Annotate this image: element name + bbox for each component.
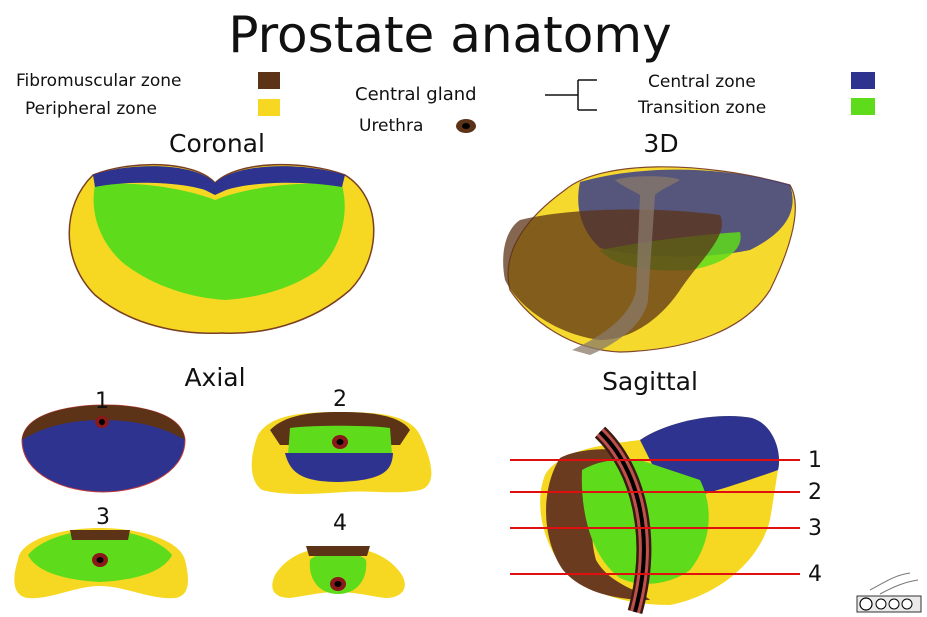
legend-label-peripheral: Peripheral zone [25, 99, 157, 119]
cc-by-sa-badge-icon [857, 573, 921, 612]
bracket-icon [545, 80, 597, 110]
legend-swatch-peripheral [258, 99, 280, 116]
axial-number-3: 3 [96, 505, 110, 530]
legend-swatch-fibromuscular [258, 72, 280, 89]
page-title: Prostate anatomy [228, 6, 671, 64]
axial-slice-3 [14, 528, 188, 598]
legend: Fibromuscular zone Peripheral zone Centr… [16, 71, 875, 136]
axial-slice-4 [272, 546, 405, 598]
axial-slice-2 [252, 412, 432, 494]
legend-swatch-central-zone [851, 72, 875, 89]
label-3d: 3D [643, 129, 678, 158]
legend-swatch-transition-zone [851, 98, 875, 115]
sagittal-number-3: 3 [808, 516, 822, 541]
axial-number-1: 1 [95, 389, 109, 414]
urethra-legend-icon [456, 119, 476, 133]
sagittal-number-2: 2 [808, 480, 822, 505]
legend-label-transition-zone: Transition zone [637, 98, 766, 118]
axial-number-4: 4 [333, 511, 347, 536]
coronal-view [69, 165, 374, 334]
axial-slice-1 [22, 405, 185, 492]
sagittal-number-4: 4 [808, 562, 822, 587]
legend-label-fibromuscular: Fibromuscular zone [16, 71, 181, 91]
sagittal-view [510, 416, 800, 612]
3d-view [503, 167, 795, 355]
legend-label-central-zone: Central zone [648, 72, 756, 92]
label-sagittal: Sagittal [602, 367, 698, 396]
legend-label-urethra: Urethra [359, 116, 423, 136]
label-coronal: Coronal [169, 129, 265, 158]
sagittal-number-1: 1 [808, 448, 822, 473]
axial-number-2: 2 [333, 387, 347, 412]
legend-label-central-gland: Central gland [355, 84, 477, 105]
label-axial: Axial [184, 363, 245, 392]
